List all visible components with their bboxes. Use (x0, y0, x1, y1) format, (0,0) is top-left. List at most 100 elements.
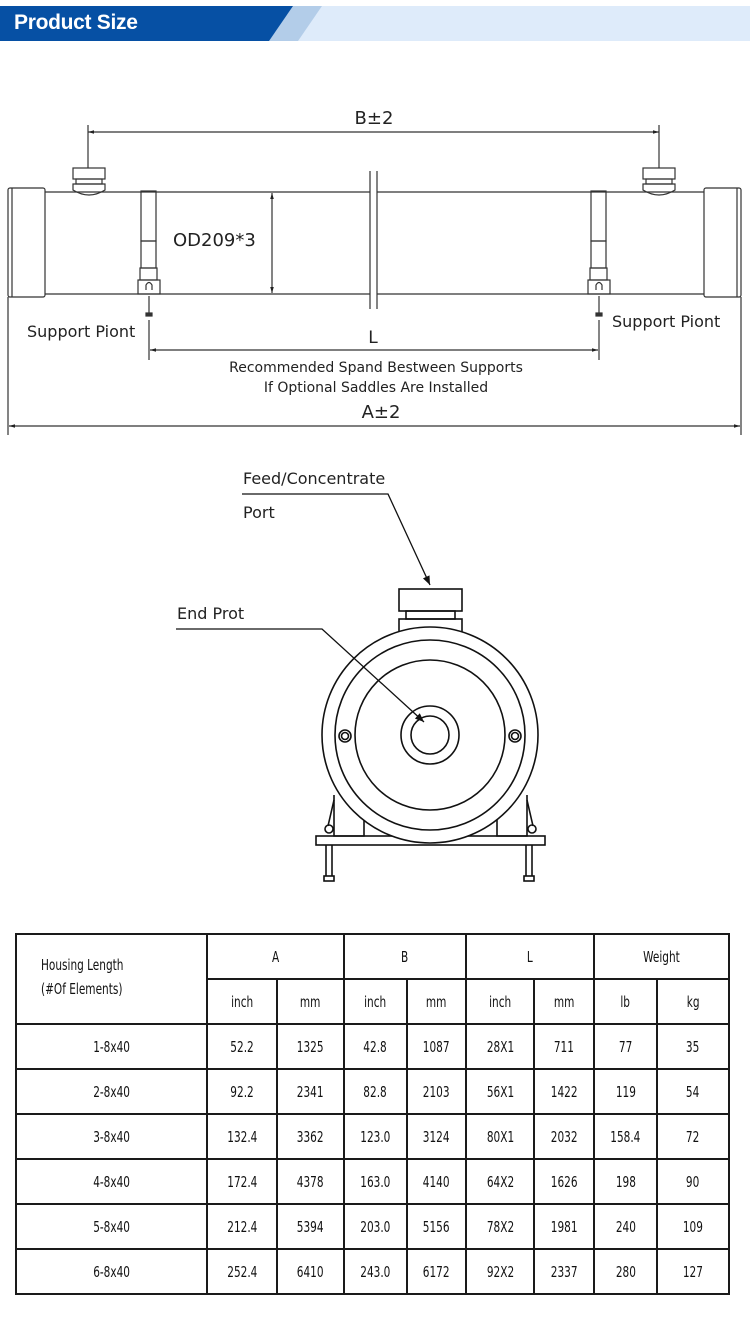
cell-a-mm: 3362 (276, 1113, 345, 1160)
cell-text: 3362 (297, 1127, 324, 1146)
cell-text: 3124 (423, 1127, 450, 1146)
cell-text: 127 (682, 1262, 704, 1281)
span-note-line2: If Optional Saddles Are Installed (264, 380, 488, 396)
section-header-banner: Product Size (0, 6, 750, 41)
cell-text: 6-8x40 (93, 1262, 130, 1281)
cell-a-mm: 5394 (276, 1203, 345, 1250)
cell-l-mm: 2032 (533, 1113, 595, 1160)
end-port-label: End Prot (177, 604, 244, 623)
cell-text: 82.8 (363, 1082, 388, 1101)
header-l-mm: mm (533, 978, 595, 1025)
cell-text: 3-8x40 (93, 1127, 130, 1146)
cell-text: 2337 (550, 1262, 578, 1281)
cell-text: 92X2 (486, 1262, 514, 1281)
cell-b-inch: 82.8 (343, 1068, 408, 1115)
cell-weight-lb: 119 (593, 1068, 658, 1115)
cell-text: 78X2 (486, 1217, 514, 1236)
outer-ring (321, 626, 539, 844)
cell-text: 172.4 (226, 1172, 258, 1191)
support-point-left-label: Support Piont (27, 322, 135, 341)
cell-b-mm: 5156 (406, 1203, 467, 1250)
cell-text: 1422 (550, 1082, 578, 1101)
end-port-leader (176, 628, 425, 723)
end-view (176, 493, 546, 882)
cell-text: 64X2 (486, 1172, 514, 1191)
cell-a-inch: 212.4 (206, 1203, 278, 1250)
end-port-outer (400, 705, 460, 765)
table-row: 1-8x40 52.2 1325 42.8 1087 28X1 711 77 3… (15, 1023, 730, 1070)
cell-text: 711 (553, 1037, 575, 1056)
cell-l-inch: 64X2 (465, 1158, 535, 1205)
cell-text: 252.4 (226, 1262, 258, 1281)
cell-text: 2103 (423, 1082, 450, 1101)
support-right (587, 190, 611, 317)
cell-text: 52.2 (230, 1037, 254, 1056)
cell-weight-kg: 54 (656, 1068, 730, 1115)
support-point-right-label: Support Piont (612, 312, 720, 331)
cell-text: 158.4 (610, 1127, 641, 1146)
cell-text: 54 (686, 1082, 700, 1101)
cell-l-mm: 1981 (533, 1203, 595, 1250)
header-weight-kg: kg (656, 978, 730, 1025)
cell-l-inch: 80X1 (465, 1113, 535, 1160)
bolt-left (338, 729, 352, 743)
table-row: 3-8x40 132.4 3362 123.0 3124 80X1 2032 1… (15, 1113, 730, 1160)
cell-text: 2032 (550, 1127, 578, 1146)
table-row: 4-8x40 172.4 4378 163.0 4140 64X2 1626 1… (15, 1158, 730, 1205)
cell-text: 243.0 (360, 1262, 391, 1281)
cell-text: 109 (682, 1217, 704, 1236)
cell-b-mm: 2103 (406, 1068, 467, 1115)
cell-text: 240 (615, 1217, 636, 1236)
cell-text: inch (488, 992, 512, 1011)
table-row: 6-8x40 252.4 6410 243.0 6172 92X2 2337 2… (15, 1248, 730, 1295)
header-a-mm: mm (276, 978, 345, 1025)
end-port-inner (410, 715, 450, 755)
header-group-weight: Weight (593, 933, 730, 980)
end-port-cap (398, 588, 463, 612)
cell-text: 6172 (423, 1262, 450, 1281)
cell-b-inch: 42.8 (343, 1023, 408, 1070)
cell-text: 198 (615, 1172, 636, 1191)
cell-b-mm: 4140 (406, 1158, 467, 1205)
cell-text: 5-8x40 (93, 1217, 130, 1236)
cell-a-inch: 172.4 (206, 1158, 278, 1205)
cell-text: 56X1 (486, 1082, 514, 1101)
cell-weight-kg: 109 (656, 1203, 730, 1250)
cell-weight-lb: 77 (593, 1023, 658, 1070)
technical-drawing: B±2 OD209*3 Support Piont Support Piont … (7, 108, 742, 882)
cell-l-mm: 1626 (533, 1158, 595, 1205)
cell-text: 123.0 (360, 1127, 391, 1146)
cell-text: B (401, 947, 409, 966)
inner-ring (354, 659, 506, 811)
cell-text: 163.0 (360, 1172, 391, 1191)
cell-text: 6410 (297, 1262, 324, 1281)
header-group-l: L (465, 933, 595, 980)
header-group-b: B (343, 933, 467, 980)
bolt-right (508, 729, 522, 743)
cell-text: 2341 (297, 1082, 324, 1101)
cell-text: inch (230, 992, 254, 1011)
cell-text: 4-8x40 (93, 1172, 130, 1191)
cell-text: 35 (686, 1037, 700, 1056)
cell-l-inch: 28X1 (465, 1023, 535, 1070)
flange-ring (334, 639, 526, 831)
banner-background (0, 6, 750, 41)
feed-port-leader (242, 493, 431, 586)
cell-text: 92.2 (230, 1082, 254, 1101)
cell-a-inch: 252.4 (206, 1248, 278, 1295)
table-header-row-2: inch mm inch mm inch mm lb kg (16, 978, 730, 1025)
cell-text: mm (553, 992, 575, 1011)
span-note-line1: Recommended Spand Bestween Supports (229, 360, 523, 376)
cell-text: Housing Length (41, 956, 124, 974)
port-left (72, 167, 106, 196)
cell-text: 212.4 (226, 1217, 258, 1236)
header-l-inch: inch (465, 978, 535, 1025)
cell-a-mm: 2341 (276, 1068, 345, 1115)
cell-l-mm: 2337 (533, 1248, 595, 1295)
cell-text: 72 (686, 1127, 700, 1146)
cell-model: 6-8x40 (15, 1248, 208, 1295)
cell-text: inch (364, 992, 387, 1011)
cell-weight-kg: 90 (656, 1158, 730, 1205)
cell-text: 1087 (423, 1037, 450, 1056)
cell-l-inch: 92X2 (465, 1248, 535, 1295)
